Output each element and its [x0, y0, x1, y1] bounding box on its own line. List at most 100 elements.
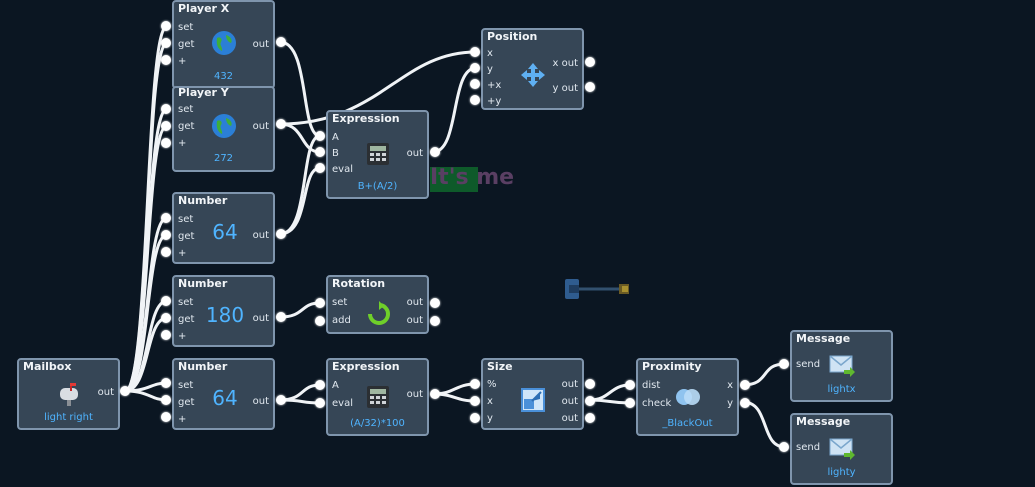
- number-value[interactable]: 64: [212, 386, 238, 410]
- port-set: set: [178, 297, 194, 308]
- node-title: Player Y: [178, 86, 229, 99]
- number-value[interactable]: 180: [205, 303, 245, 327]
- circles-icon: [676, 389, 700, 405]
- port-dot[interactable]: [315, 398, 325, 408]
- port-dot[interactable]: [625, 398, 635, 408]
- port-dot[interactable]: [161, 55, 171, 65]
- port-dot[interactable]: [315, 380, 325, 390]
- rotation-node[interactable]: Rotation set add out out: [326, 275, 429, 334]
- port-dot[interactable]: [161, 378, 171, 388]
- proximity-node[interactable]: Proximity dist check x y _BlackOut: [636, 358, 739, 436]
- number-value[interactable]: 64: [212, 220, 238, 244]
- port-dot[interactable]: [315, 316, 325, 326]
- expression-node[interactable]: Expression A B eval out B+(A/2): [326, 110, 429, 199]
- port-get: get: [178, 39, 195, 50]
- port-dot[interactable]: [161, 330, 171, 340]
- port-dot[interactable]: [161, 104, 171, 114]
- port-set: set: [178, 380, 194, 391]
- port-dot[interactable]: [470, 63, 480, 73]
- port-dot[interactable]: [740, 380, 750, 390]
- port-dot[interactable]: [161, 296, 171, 306]
- port-dot[interactable]: [276, 395, 286, 405]
- port-dot[interactable]: [779, 359, 789, 369]
- port-dot[interactable]: [161, 395, 171, 405]
- port-dot[interactable]: [585, 413, 595, 423]
- port-eval: eval: [332, 398, 353, 409]
- position-node[interactable]: Position x y +x +y x out y out: [481, 28, 584, 110]
- node-value: 432: [213, 71, 234, 82]
- port-set: set: [178, 104, 194, 115]
- port-dot[interactable]: [161, 247, 171, 257]
- wire: [588, 398, 632, 405]
- port-dot[interactable]: [779, 442, 789, 452]
- port-check: check: [642, 398, 672, 409]
- port-dot[interactable]: [585, 57, 595, 67]
- message-node[interactable]: Message send lightx: [790, 330, 893, 402]
- node-title: Player X: [178, 2, 230, 15]
- port-dot[interactable]: [470, 413, 480, 423]
- port-dot[interactable]: [120, 386, 130, 396]
- port-out: out: [252, 230, 269, 241]
- number-node[interactable]: Number set get + out 64: [172, 358, 275, 430]
- port-dot[interactable]: [470, 95, 480, 105]
- port-set: set: [178, 22, 194, 33]
- port-dot[interactable]: [161, 121, 171, 131]
- port-dot[interactable]: [161, 138, 171, 148]
- port-dot[interactable]: [470, 79, 480, 89]
- expression-formula[interactable]: B+(A/2): [357, 181, 398, 192]
- port-dot[interactable]: [315, 131, 325, 141]
- port-y: y: [487, 413, 493, 424]
- envelope-icon: [829, 355, 855, 377]
- expression-node[interactable]: Expression A eval out (A/32)*100: [326, 358, 429, 436]
- port-out: out: [406, 389, 423, 400]
- message-name: lightx: [827, 384, 856, 395]
- port-dot[interactable]: [161, 38, 171, 48]
- port-out: out: [97, 387, 114, 398]
- mailbox-node[interactable]: Mailbox out light right: [17, 358, 120, 430]
- loose-cable-icon[interactable]: [565, 279, 631, 301]
- port-dot[interactable]: [161, 313, 171, 323]
- port-dot[interactable]: [430, 147, 440, 157]
- node-value: 272: [213, 153, 234, 164]
- port-dot[interactable]: [276, 37, 286, 47]
- wire: [278, 40, 322, 138]
- port-dot[interactable]: [315, 298, 325, 308]
- node-title: Expression: [332, 360, 400, 373]
- port-dot[interactable]: [315, 163, 325, 173]
- wire: [588, 383, 632, 402]
- port-dot[interactable]: [470, 47, 480, 57]
- number-node[interactable]: Number set get + out 64: [172, 192, 275, 264]
- move-arrows-icon: [521, 63, 545, 87]
- port-dot[interactable]: [276, 229, 286, 239]
- mailbox-icon: [60, 383, 78, 406]
- port-dot[interactable]: [161, 412, 171, 422]
- port-dot[interactable]: [470, 396, 480, 406]
- port-dot[interactable]: [276, 312, 286, 322]
- ghost-highlight: [430, 167, 478, 192]
- port-dot[interactable]: [315, 147, 325, 157]
- port-dot[interactable]: [585, 82, 595, 92]
- port-dot[interactable]: [161, 21, 171, 31]
- port-dot[interactable]: [625, 380, 635, 390]
- port-dot[interactable]: [161, 230, 171, 240]
- wire: [431, 66, 478, 154]
- port-dot[interactable]: [430, 389, 440, 399]
- port-dot[interactable]: [585, 396, 595, 406]
- player-x-node[interactable]: Player X set get + out 432: [172, 0, 275, 89]
- node-title: Number: [178, 277, 228, 290]
- message-node[interactable]: Message send lighty: [790, 413, 893, 485]
- port-b: B: [332, 148, 339, 159]
- port-dot[interactable]: [740, 398, 750, 408]
- number-node[interactable]: Number set get + out 180: [172, 275, 275, 347]
- port-dot[interactable]: [430, 316, 440, 326]
- expression-formula[interactable]: (A/32)*100: [350, 418, 405, 429]
- port-dot[interactable]: [161, 213, 171, 223]
- port-dot[interactable]: [276, 119, 286, 129]
- port-dot[interactable]: [585, 379, 595, 389]
- port-dot[interactable]: [430, 298, 440, 308]
- node-title: Message: [796, 332, 851, 345]
- player-y-node[interactable]: Player Y set get + out 272: [172, 86, 275, 172]
- size-node[interactable]: Size % x y out out out: [481, 358, 584, 430]
- port-dot[interactable]: [470, 379, 480, 389]
- node-title: Number: [178, 360, 228, 373]
